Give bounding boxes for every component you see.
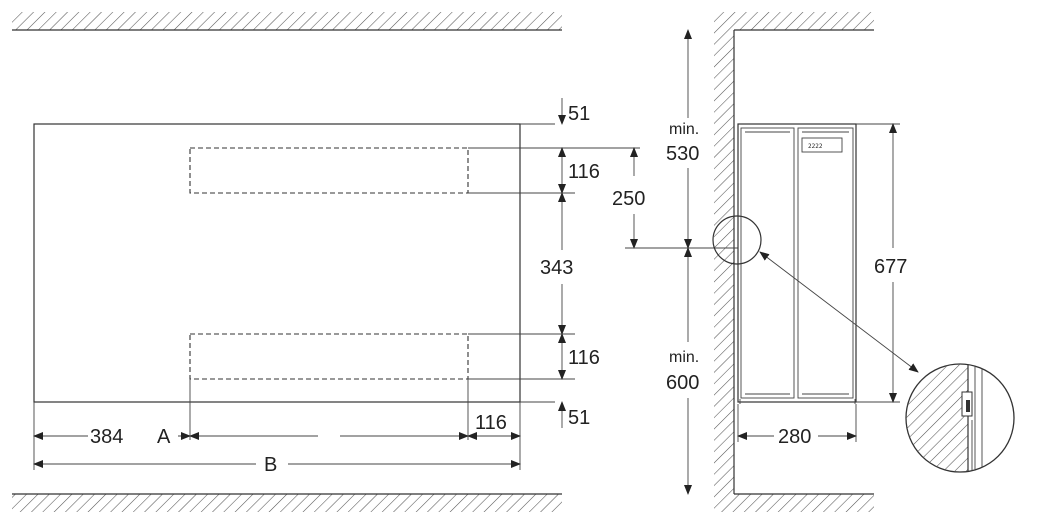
upper-vent-opening — [189, 147, 469, 194]
dim-bottom-51: 51 — [568, 407, 590, 429]
dim-wall-top-530: 530 — [666, 143, 699, 165]
lower-vent-opening — [189, 333, 469, 380]
dim-between-343: 343 — [540, 257, 573, 279]
label-a: A — [157, 426, 171, 448]
ceiling-hatch — [12, 12, 874, 31]
niche-outline — [33, 123, 521, 403]
floor-hatch — [12, 493, 874, 512]
detail-marker-circle — [712, 215, 762, 265]
control-panel-display — [801, 137, 843, 153]
min-label-top: min. — [669, 121, 699, 138]
min-label-bottom: min. — [669, 349, 699, 366]
dim-height-677: 677 — [874, 256, 907, 278]
dim-right-116: 116 — [475, 412, 507, 434]
extension-lines — [33, 123, 640, 470]
dim-top-51: 51 — [568, 103, 590, 125]
dim-lower-vent-116: 116 — [568, 347, 600, 369]
dim-upper-vent-116: 116 — [568, 161, 600, 183]
label-b: B — [264, 454, 277, 476]
control-panel-digits: 2222 — [808, 143, 823, 150]
hinge-detail-magnified — [905, 363, 1015, 473]
dim-hinge-250: 250 — [612, 188, 645, 210]
detail-leader-arrow — [759, 251, 919, 373]
dim-wall-bottom-600: 600 — [666, 372, 699, 394]
dim-left-384: 384 — [90, 426, 123, 448]
dim-depth-280: 280 — [778, 426, 811, 448]
side-wall-hatch — [714, 30, 735, 494]
appliance-side-view: 2222 — [737, 123, 857, 403]
